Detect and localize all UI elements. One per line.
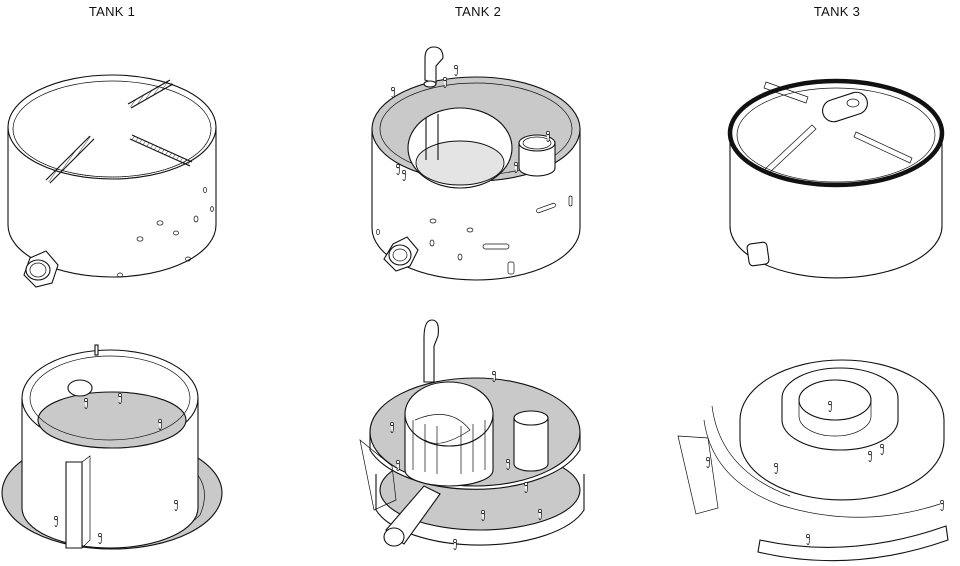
tank-2-exterior bbox=[371, 46, 581, 281]
tank-2-title: TANK 2 bbox=[454, 4, 502, 19]
tank-1-exterior bbox=[7, 74, 217, 288]
tank-3-title: TANK 3 bbox=[813, 4, 861, 19]
rooftop-drum bbox=[518, 134, 556, 177]
roof-ladder bbox=[45, 135, 95, 184]
roof-hatch bbox=[822, 91, 868, 123]
tank-3-section bbox=[677, 359, 949, 562]
roof-ladder bbox=[127, 79, 174, 109]
tank-1-section bbox=[1, 344, 223, 550]
side-pipe bbox=[23, 250, 59, 288]
tank-3-exterior bbox=[727, 78, 945, 279]
side-pipe bbox=[383, 236, 419, 272]
roof-ladder bbox=[129, 134, 193, 167]
tank-1-title: TANK 1 bbox=[88, 4, 136, 19]
tank-2-section bbox=[359, 319, 585, 551]
chimney bbox=[423, 46, 444, 88]
